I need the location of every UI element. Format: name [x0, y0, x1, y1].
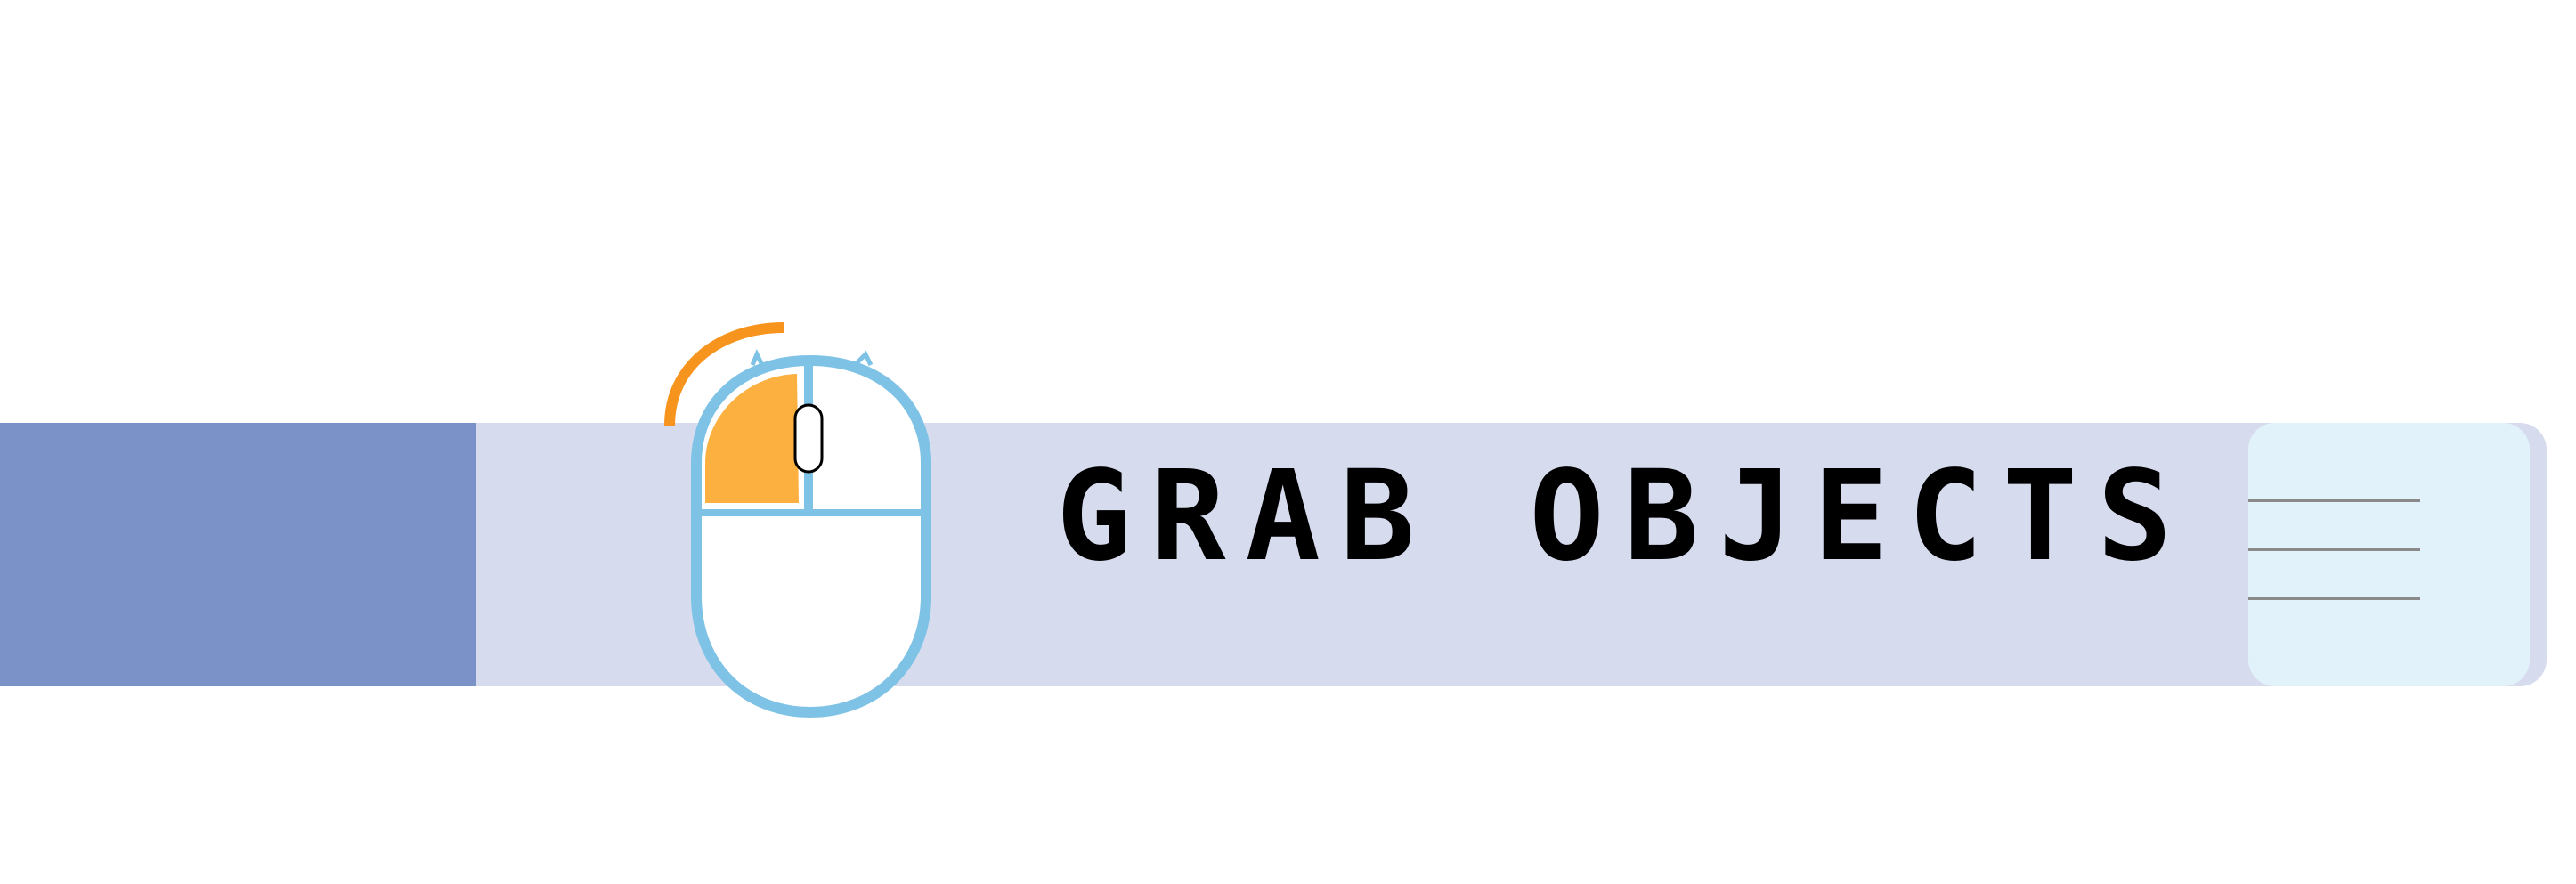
banner-left-block [0, 423, 478, 686]
menu-line [2248, 597, 2420, 600]
menu-line [2248, 499, 2420, 502]
menu-panel[interactable] [2248, 423, 2530, 686]
mouse-left-click-icon [664, 322, 931, 718]
menu-line [2248, 548, 2420, 551]
banner-title: GRAB OBJECTS [1056, 444, 2192, 589]
